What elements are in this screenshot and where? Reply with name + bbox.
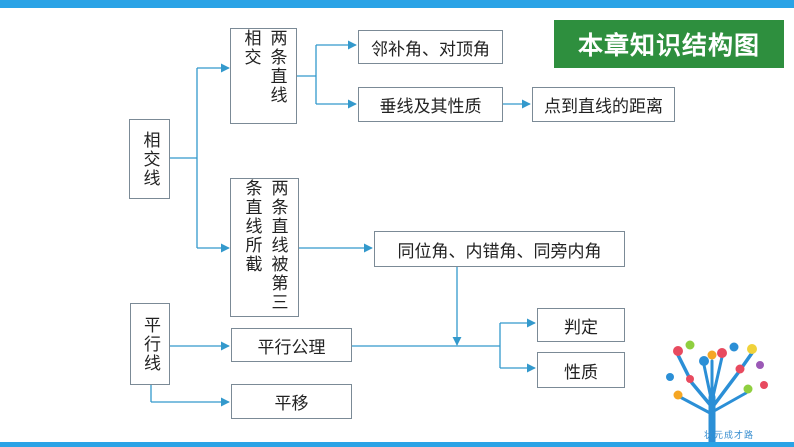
node-parallel-axiom: 平行公理 xyxy=(231,328,352,362)
node-intersecting-lines: 相交线 xyxy=(129,119,170,199)
node-judgment: 判定 xyxy=(537,308,625,342)
brand-caption: 状元成才路 xyxy=(704,431,755,441)
node-perpendicular: 垂线及其性质 xyxy=(358,87,503,122)
bottom-accent-bar xyxy=(0,442,794,447)
top-accent-bar xyxy=(0,0,794,8)
node-translation: 平移 xyxy=(231,384,352,419)
brand-tree-logo xyxy=(666,340,768,445)
node-two-lines-intersect: 两条直线相交 xyxy=(230,28,297,124)
node-adjacent-vertical-angles: 邻补角、对顶角 xyxy=(358,30,503,64)
node-angle-types: 同位角、内错角、同旁内角 xyxy=(374,231,625,267)
node-parallel-lines: 平行线 xyxy=(130,303,170,385)
node-properties: 性质 xyxy=(537,352,625,388)
node-point-line-distance: 点到直线的距离 xyxy=(532,87,675,122)
chapter-structure-badge: 本章知识结构图 xyxy=(554,20,784,68)
node-two-lines-cut-by-third: 两条直线被第三条直线所截 xyxy=(230,178,299,317)
